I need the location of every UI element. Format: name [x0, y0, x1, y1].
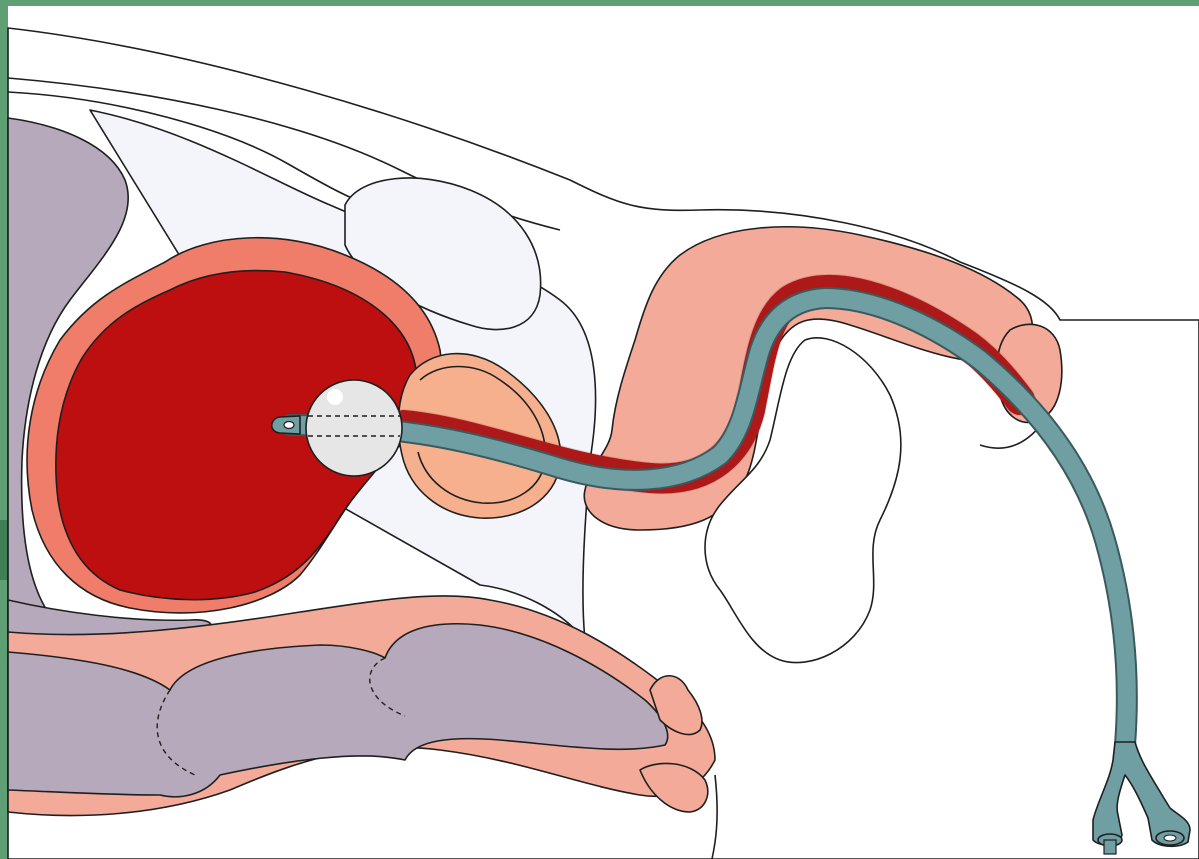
balloon-highlight [327, 389, 343, 405]
catheter-balloon [306, 380, 402, 476]
connector-port-inflation-hole [1164, 835, 1176, 841]
frame-shade-left [0, 520, 8, 580]
connector-port-drain-nub [1104, 840, 1116, 854]
catheter-eyelet [284, 422, 294, 429]
